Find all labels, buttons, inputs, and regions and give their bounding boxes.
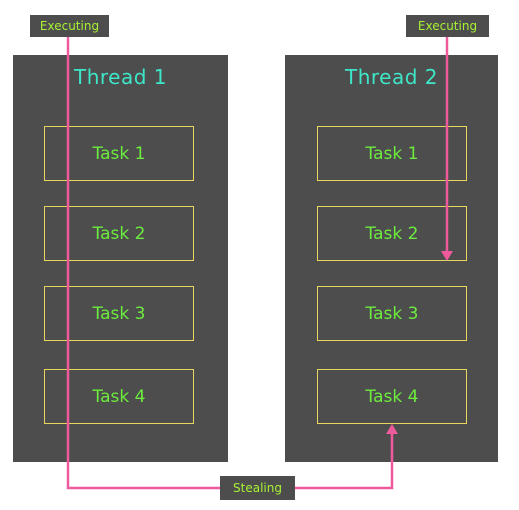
thread-1-panel: Thread 1 Task 1 Task 2 Task 3 Task 4 <box>13 55 228 462</box>
thread-2-task-1: Task 1 <box>317 126 467 181</box>
executing-label-thread-1: Executing <box>30 15 109 37</box>
executing-label-thread-2: Executing <box>406 15 489 37</box>
thread-1-task-3: Task 3 <box>44 286 194 341</box>
thread-2-title: Thread 2 <box>344 65 438 89</box>
thread-2-task-4: Task 4 <box>317 369 467 424</box>
stealing-label: Stealing <box>220 476 295 500</box>
thread-1-title: Thread 1 <box>73 65 167 89</box>
thread-2-panel: Thread 2 Task 1 Task 2 Task 3 Task 4 <box>285 55 498 462</box>
thread-1-task-4: Task 4 <box>44 369 194 424</box>
thread-2-task-2: Task 2 <box>317 206 467 261</box>
thread-1-task-2: Task 2 <box>44 206 194 261</box>
thread-1-task-1: Task 1 <box>44 126 194 181</box>
thread-2-task-3: Task 3 <box>317 286 467 341</box>
